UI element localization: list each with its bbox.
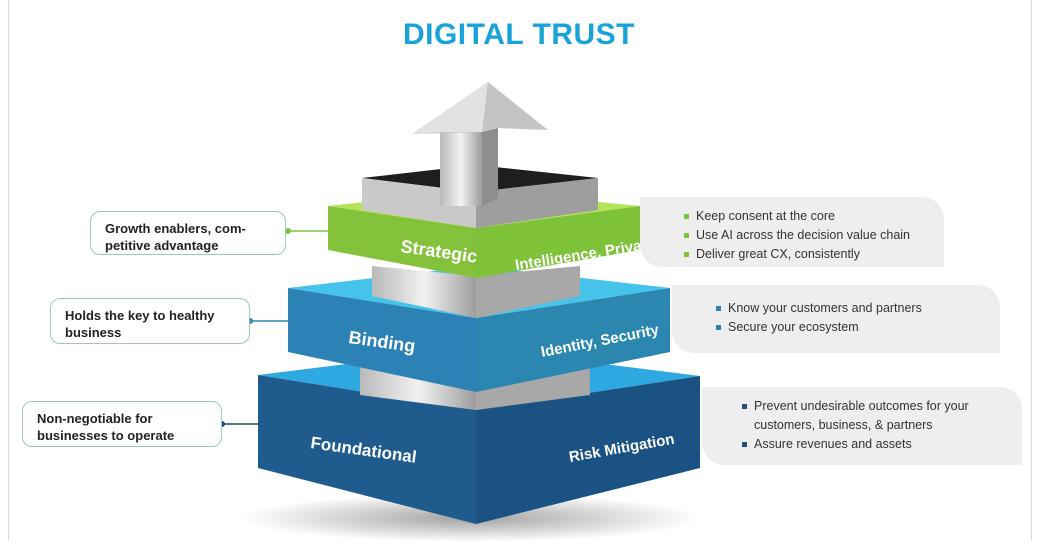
callout-foundational: Non-negotiable for businesses to operate [22, 401, 222, 447]
bullet-item: Deliver great CX, consistently [684, 245, 928, 264]
callout-strategic: Growth enablers, com- petitive advantage [90, 211, 286, 255]
pillar-mid-left [372, 266, 476, 318]
up-arrow-icon [412, 82, 548, 206]
bullet-item: Secure your ecosystem [716, 318, 984, 337]
diagram-title: DIGITAL TRUST [402, 18, 636, 51]
callout-binding-text: Holds the key to healthy business [65, 308, 215, 340]
bullets-foundational: Prevent undesirable outcomes for your cu… [702, 387, 1022, 465]
bullets-binding: Know your customers and partners Secure … [672, 285, 1000, 353]
bullets-strategic: Keep consent at the core Use AI across t… [640, 197, 944, 267]
bullet-item: Use AI across the decision value chain [684, 226, 928, 245]
pillar-mid-right [476, 266, 580, 318]
frame [8, 0, 1032, 540]
bullet-item: Know your customers and partners [716, 299, 984, 318]
callout-binding: Holds the key to healthy business [50, 298, 250, 344]
callout-strategic-text: Growth enablers, com- petitive advantage [105, 221, 246, 253]
callout-foundational-text: Non-negotiable for businesses to operate [37, 411, 175, 443]
bullet-item: Keep consent at the core [684, 207, 928, 226]
bullet-item: Prevent undesirable outcomes for your cu… [742, 397, 1006, 435]
box-right-face [476, 178, 598, 228]
bullet-item: Assure revenues and assets [742, 435, 1006, 454]
